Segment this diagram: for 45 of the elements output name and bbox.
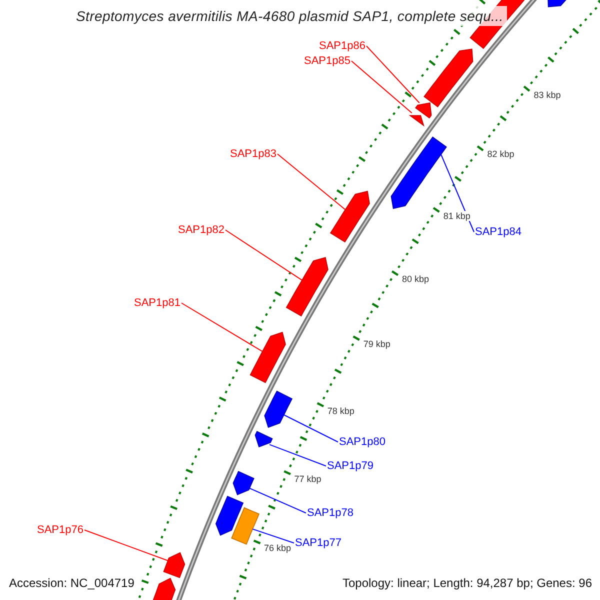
scale-label: 83 kbp [534,90,561,100]
gene-label: SAP1p82 [178,224,224,236]
scale-label: 77 kbp [294,474,322,484]
gene-feature [250,332,286,384]
gene-feature [215,496,244,536]
gene-feature [254,430,273,448]
leader-line [224,230,303,281]
gene-label: SAP1p85 [304,55,350,67]
leader-line [252,528,294,544]
sequence-info: Topology: linear; Length: 94,287 bp; Genes: 96 [342,576,592,590]
gene-label: SAP1p80 [339,436,386,448]
leader-line [249,488,306,514]
gene-feature [415,102,432,119]
gene-label: SAP1p86 [319,40,366,52]
gene-label: SAP1p81 [134,297,180,309]
gene-feature [264,390,293,428]
scale-label: 81 kbp [443,210,470,221]
gene-label: SAP1p83 [230,148,276,160]
leader-line [350,60,412,114]
scale-label: 79 kbp [363,339,390,350]
gene-feature [390,136,447,209]
gene-feature [330,190,370,243]
gene-feature [163,552,186,578]
gene-label: SAP1p77 [295,537,342,549]
leader-line [276,154,346,210]
leader-line [366,46,420,104]
leader-line [180,302,263,352]
scale-label: 82 kbp [487,149,514,160]
gene-label: SAP1p79 [327,460,374,472]
leader-line [84,530,168,562]
leader-line [440,154,474,232]
gene-feature [286,257,328,316]
gene-feature [424,48,474,108]
gene-feature [232,470,254,496]
gene-label: SAP1p84 [475,226,522,238]
gene-feature [410,115,424,126]
scale-label: 78 kbp [327,406,354,416]
scale-label: 76 kbp [264,542,292,553]
leader-line [283,414,338,442]
leader-line [269,444,326,466]
accession-text: Accession: NC_004719 [9,576,134,590]
gene-label: SAP1p76 [37,524,84,536]
gene-label: SAP1p78 [307,507,354,519]
gene-bar [231,507,260,545]
scale-label: 80 kbp [402,274,430,284]
